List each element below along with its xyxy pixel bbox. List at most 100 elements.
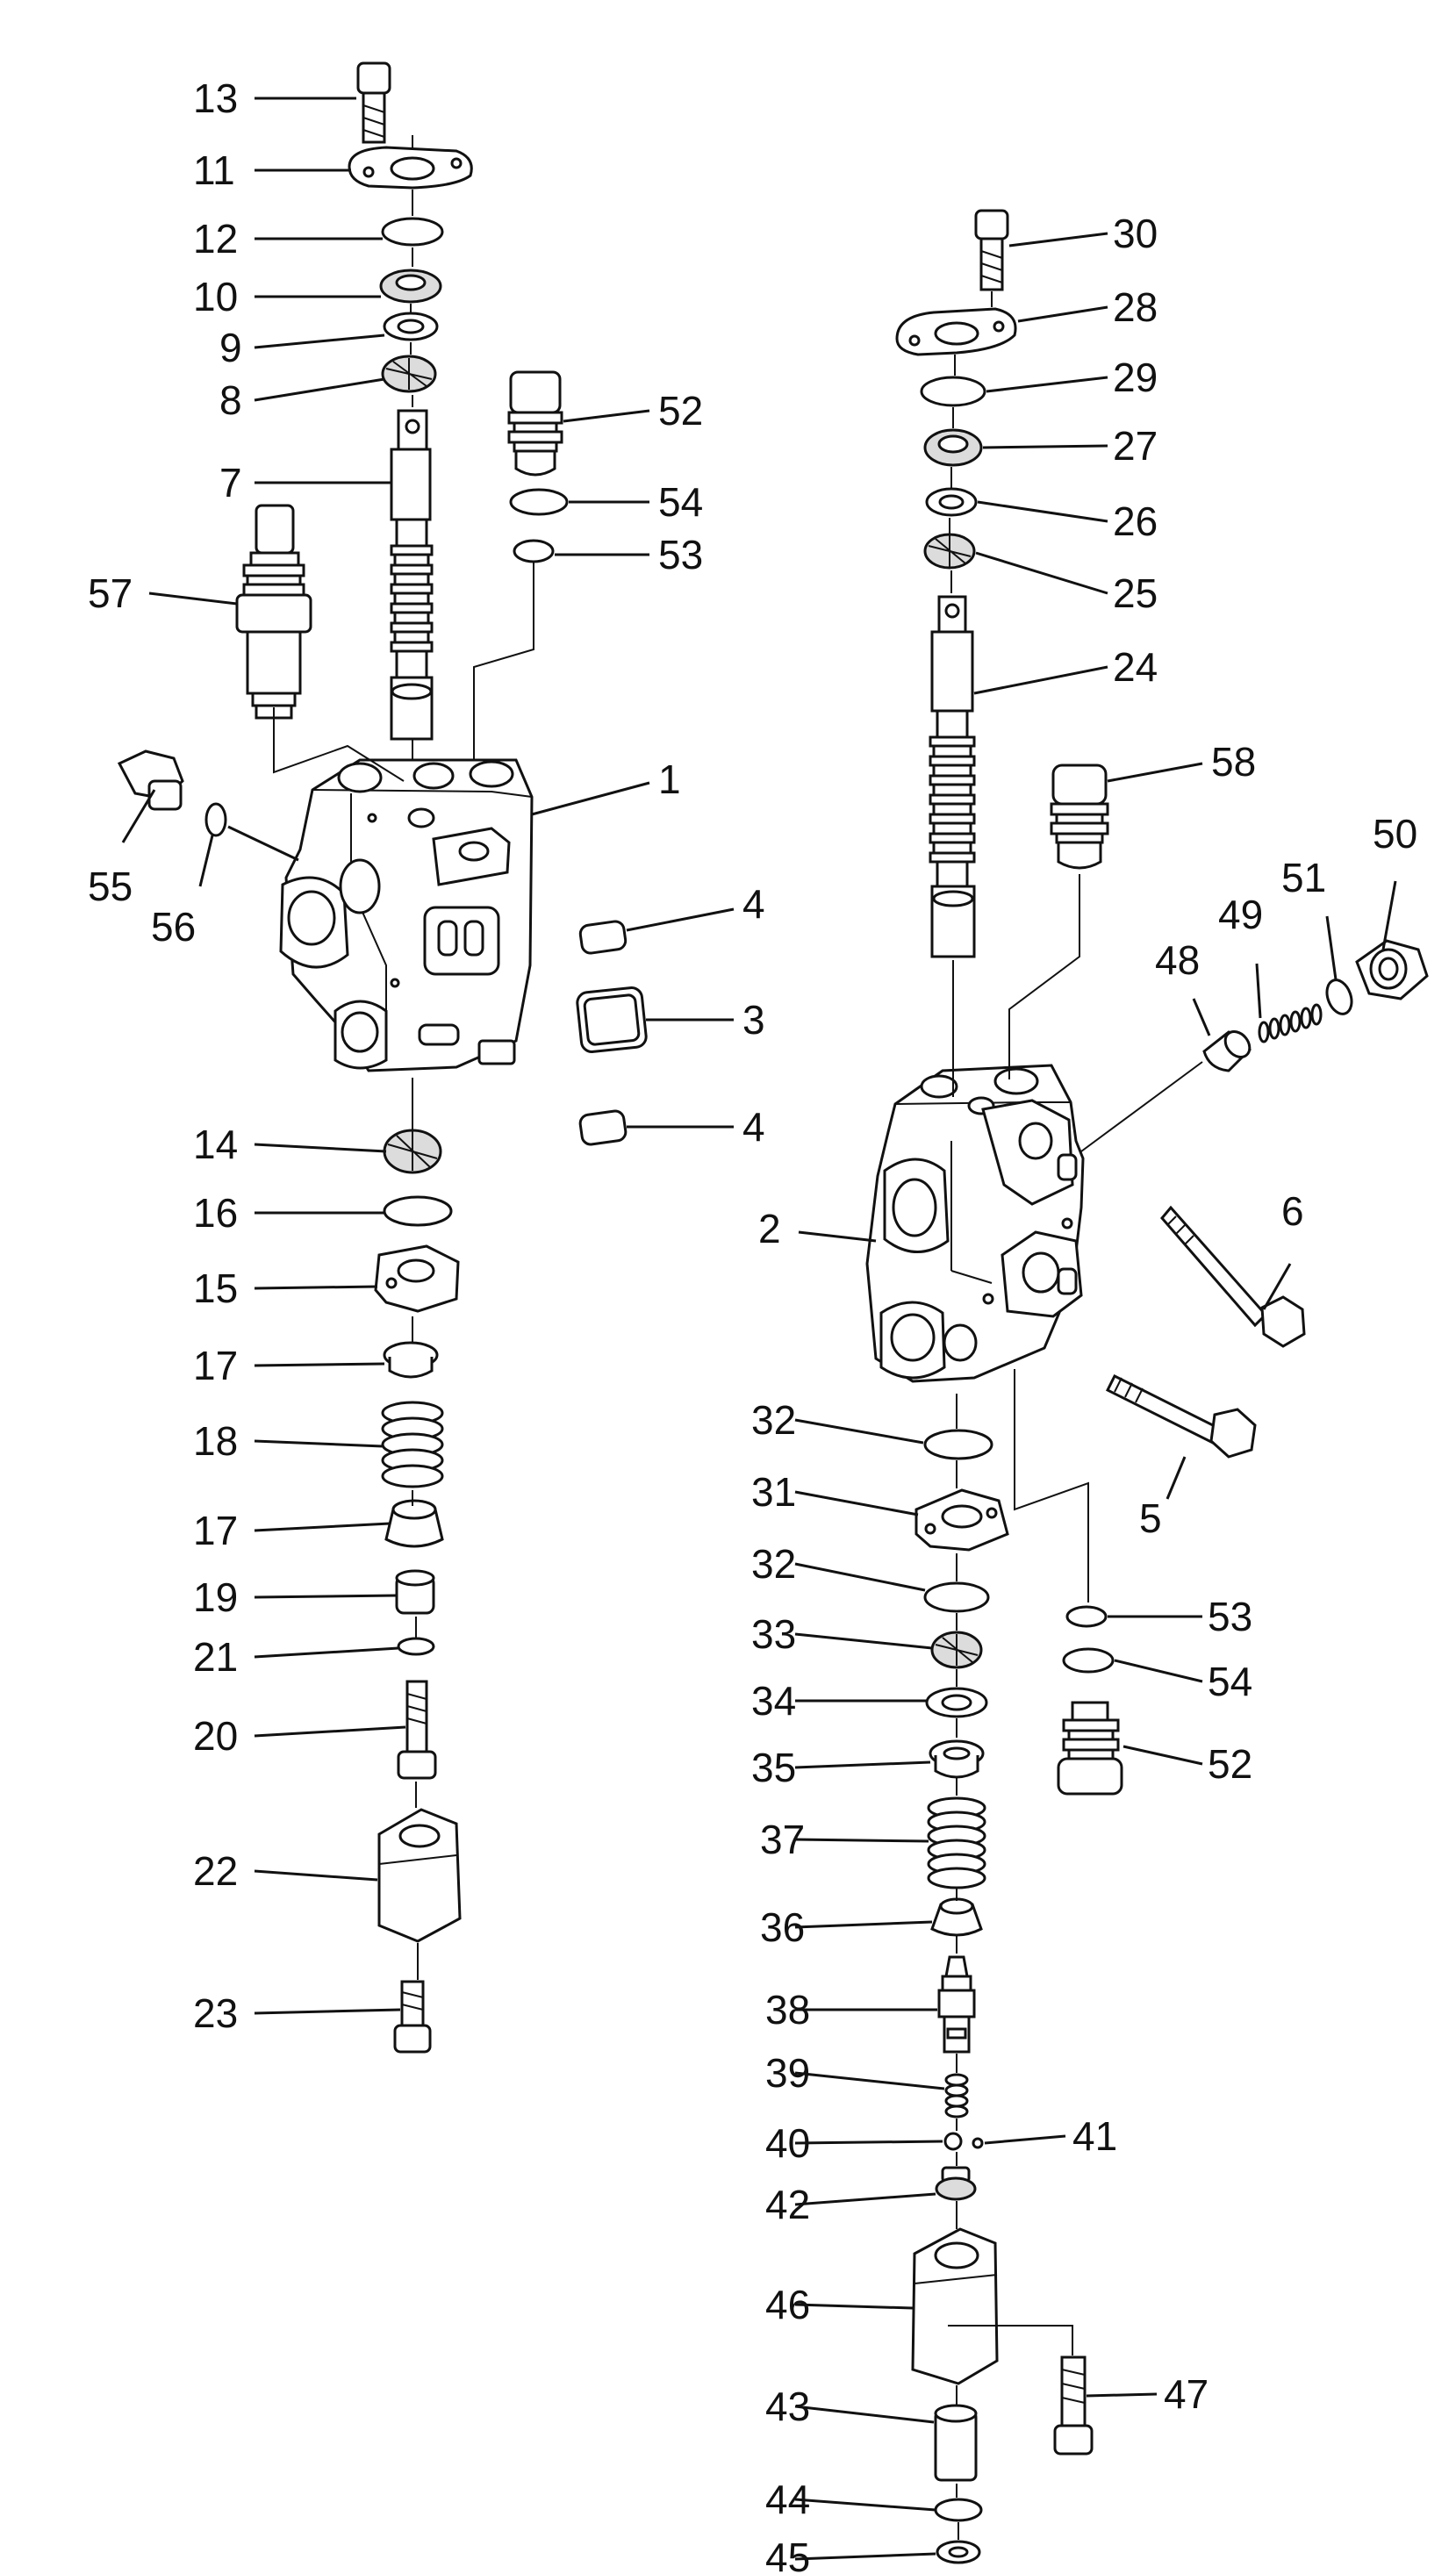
callout-42: 42 <box>765 2182 810 2227</box>
part-16-o-ring <box>383 1195 453 1227</box>
part-52-plug-top <box>507 370 563 477</box>
part-54-o-ring-right <box>1062 1647 1115 1674</box>
callout-53-top: 53 <box>658 532 703 577</box>
callout-19: 19 <box>193 1574 238 1620</box>
callout-32-lower: 32 <box>751 1541 796 1587</box>
part-34-washer <box>925 1687 988 1718</box>
callout-14: 14 <box>193 1122 238 1167</box>
callout-58: 58 <box>1211 739 1256 785</box>
part-56-o-ring <box>204 802 227 837</box>
part-23-bolt <box>393 1980 432 2054</box>
part-20-bolt <box>397 1680 437 1780</box>
callout-41: 41 <box>1072 2113 1117 2159</box>
part-15-flange <box>374 1244 460 1313</box>
part-22-cap <box>377 1808 462 1943</box>
callout-40: 40 <box>765 2120 810 2166</box>
part-49-spring <box>1258 1003 1323 1043</box>
callout-8: 8 <box>219 377 242 423</box>
callout-26: 26 <box>1113 498 1158 544</box>
callout-10: 10 <box>193 274 238 319</box>
leader-lines <box>121 97 1397 2561</box>
callout-52-right: 52 <box>1208 1741 1252 1787</box>
part-21-washer <box>397 1637 435 1656</box>
callout-24: 24 <box>1113 644 1158 690</box>
left-assembly <box>117 61 648 2054</box>
part-1-valve-body <box>279 758 534 1072</box>
part-13-bolt <box>356 61 391 144</box>
part-33-wiper <box>930 1631 983 1669</box>
callout-30: 30 <box>1113 211 1158 256</box>
callout-23: 23 <box>193 1990 238 2036</box>
callout-49: 49 <box>1218 892 1263 937</box>
part-8-wiper <box>381 355 437 393</box>
callout-18: 18 <box>193 1418 238 1464</box>
part-4-gasket-lower <box>578 1109 628 1146</box>
part-52-plug-right <box>1057 1701 1123 1796</box>
callout-50: 50 <box>1373 811 1417 857</box>
callout-5: 5 <box>1139 1495 1162 1541</box>
callout-29: 29 <box>1113 355 1158 400</box>
callout-57: 57 <box>88 570 133 616</box>
callout-20: 20 <box>193 1713 238 1759</box>
callout-36: 36 <box>760 1904 805 1950</box>
part-26-washer <box>925 487 978 517</box>
part-32-o-ring-upper <box>923 1429 993 1460</box>
part-18-spring <box>381 1401 444 1488</box>
part-53-o-ring-top <box>513 539 555 563</box>
part-19-collar <box>395 1569 435 1615</box>
callout-52-top: 52 <box>658 388 703 434</box>
callout-3: 3 <box>742 997 765 1043</box>
part-17-seat-lower <box>384 1499 444 1548</box>
callout-2: 2 <box>758 1206 781 1251</box>
part-58-plug <box>1050 764 1109 870</box>
callout-15: 15 <box>193 1265 238 1311</box>
part-54-o-ring-top <box>509 488 569 516</box>
part-5-bolt <box>1105 1373 1257 1459</box>
callout-25: 25 <box>1113 570 1158 616</box>
part-44-o-ring <box>934 2498 983 2522</box>
callout-31: 31 <box>751 1469 796 1515</box>
part-4-gasket-upper <box>578 920 628 955</box>
part-9-washer <box>383 312 439 341</box>
part-30-bolt <box>974 209 1009 291</box>
callout-44: 44 <box>765 2477 810 2522</box>
part-27-seal <box>923 428 983 467</box>
callout-7: 7 <box>219 460 242 505</box>
callout-47: 47 <box>1164 2371 1209 2417</box>
callout-27: 27 <box>1113 423 1158 469</box>
callout-53-right: 53 <box>1208 1594 1252 1639</box>
part-42-plug <box>935 2166 977 2201</box>
part-25-wiper <box>923 533 976 570</box>
part-53-o-ring-right <box>1065 1605 1108 1628</box>
right-assembly <box>865 209 1429 2564</box>
callout-16: 16 <box>193 1190 238 1236</box>
part-3-gasket <box>576 986 648 1053</box>
callout-6: 6 <box>1281 1188 1304 1234</box>
part-29-o-ring <box>920 376 986 407</box>
part-57-relief-valve <box>235 504 312 720</box>
part-37-spring <box>927 1796 986 1889</box>
callout-43: 43 <box>765 2384 810 2429</box>
callout-55: 55 <box>88 864 133 909</box>
callout-34: 34 <box>751 1678 796 1724</box>
callout-54-right: 54 <box>1208 1659 1252 1704</box>
part-39-spring <box>944 2073 969 2119</box>
callout-38: 38 <box>765 1987 810 2033</box>
part-50-plug <box>1355 939 1429 1000</box>
part-2-valve-body <box>865 1064 1085 1383</box>
part-43-sleeve <box>934 2404 978 2482</box>
part-46-cap <box>911 2227 999 2385</box>
callout-35: 35 <box>751 1745 796 1790</box>
callout-12: 12 <box>193 216 238 262</box>
callout-4-lower: 4 <box>742 1104 765 1150</box>
part-51-o-ring <box>1325 979 1353 1015</box>
part-6-bolt <box>1160 1205 1306 1348</box>
part-55-plug <box>117 749 184 811</box>
part-14-wiper <box>383 1129 442 1174</box>
callout-13: 13 <box>193 75 238 121</box>
part-11-flange <box>348 146 473 190</box>
part-28-flange <box>895 307 1017 356</box>
callout-48: 48 <box>1155 937 1200 983</box>
callout-56: 56 <box>151 904 196 950</box>
callout-17-upper: 17 <box>193 1343 238 1388</box>
